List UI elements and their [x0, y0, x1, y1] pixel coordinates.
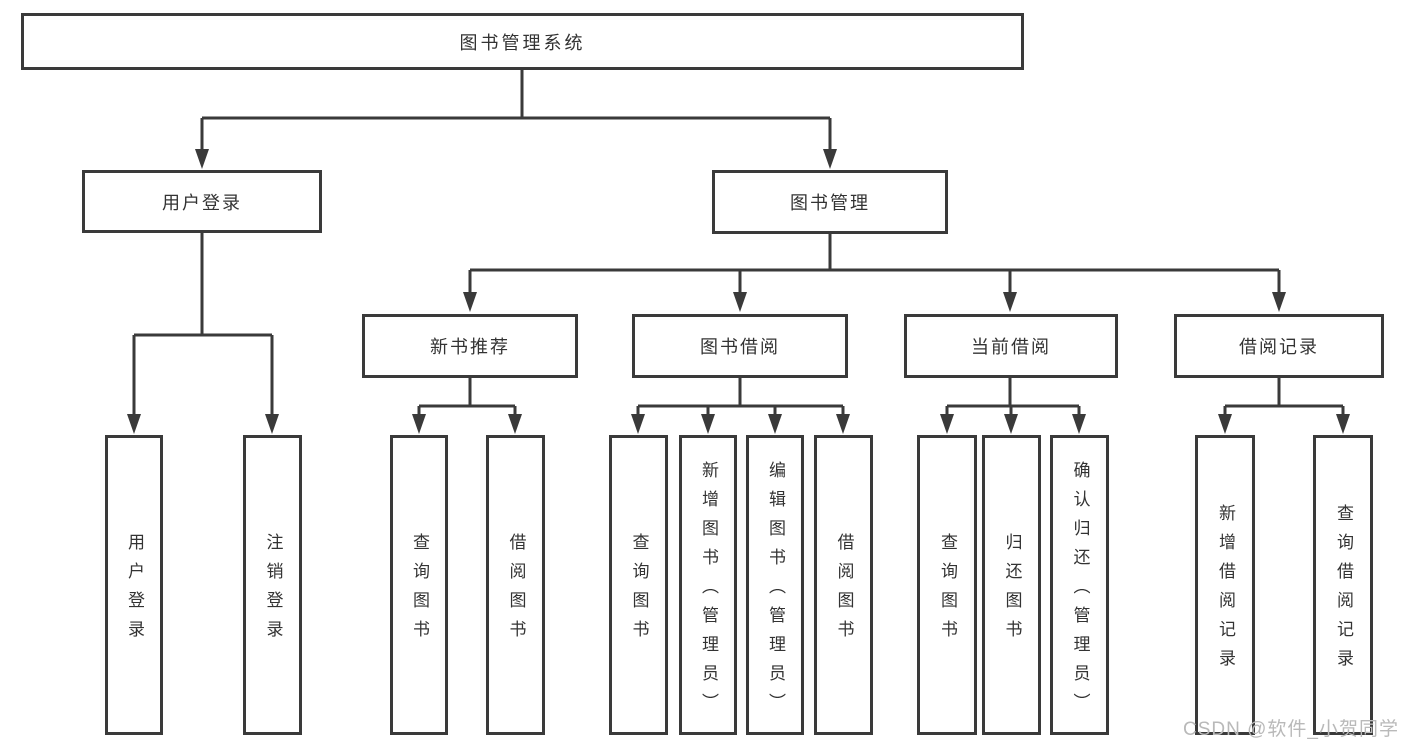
edge-borrow-records-branch: [1223, 378, 1345, 417]
node-current-borrow-label: 当前借阅: [971, 337, 1051, 357]
node-add-borrow-record: 新增借阅记录: [1195, 435, 1255, 735]
edge-book-borrow-branch: [636, 378, 845, 417]
node-new-book-recommend: 新书推荐: [362, 314, 578, 378]
node-borrow-records-label: 借阅记录: [1239, 337, 1319, 357]
edge-root-to-level2: [200, 70, 832, 152]
node-logout-action: 注销登录: [243, 435, 302, 735]
node-confirm-return-admin: 确认归还（管理员）: [1050, 435, 1109, 735]
node-borrow-books: 借阅图书: [814, 435, 873, 735]
node-borrow-records: 借阅记录: [1174, 314, 1384, 378]
node-root: 图书管理系统: [21, 13, 1024, 70]
edge-book-management-branch: [468, 233, 1281, 295]
node-user-login-label: 用户登录: [162, 192, 242, 213]
edge-user-login-branch: [132, 233, 274, 417]
node-borrow-books-recommend: 借阅图书: [486, 435, 545, 735]
node-book-management-label: 图书管理: [790, 193, 870, 213]
node-book-borrow: 图书借阅: [632, 314, 848, 378]
node-root-label: 图书管理系统: [459, 32, 586, 53]
node-book-borrow-label: 图书借阅: [700, 337, 780, 357]
node-new-book-recommend-label: 新书推荐: [430, 337, 510, 357]
node-return-books: 归还图书: [982, 435, 1041, 735]
node-query-books-borrow: 查询图书: [609, 435, 668, 735]
node-add-books-admin: 新增图书（管理员）: [679, 435, 737, 735]
node-query-borrow-record: 查询借阅记录: [1313, 435, 1373, 735]
watermark-text: CSDN @软件_小贺同学: [1183, 719, 1399, 740]
node-current-borrow: 当前借阅: [904, 314, 1118, 378]
node-user-login: 用户登录: [82, 170, 322, 233]
arrowheads: [127, 149, 1350, 434]
node-edit-books-admin: 编辑图书（管理员）: [746, 435, 804, 735]
edge-new-book-recommend-branch: [417, 378, 517, 417]
node-query-books-current: 查询图书: [917, 435, 977, 735]
node-user-login-action: 用户登录: [105, 435, 163, 735]
node-query-books-recommend: 查询图书: [390, 435, 448, 735]
edge-current-borrow-branch: [945, 378, 1081, 417]
node-book-management: 图书管理: [712, 170, 948, 234]
